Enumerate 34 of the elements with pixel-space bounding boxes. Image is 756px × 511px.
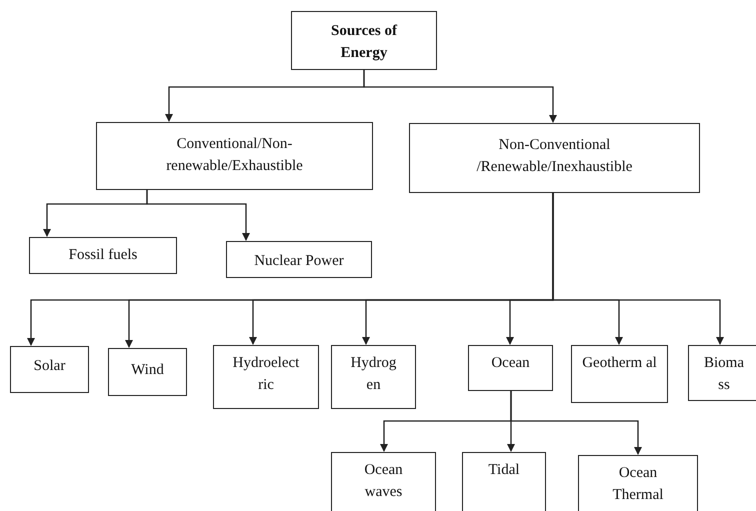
node-label: Ocean waves <box>363 461 404 502</box>
category-box <box>226 241 372 278</box>
category-box <box>108 348 187 396</box>
node-label: Ocean Thermal <box>612 464 664 505</box>
node-label: Bioma ss <box>703 354 745 395</box>
node-label: Hydroelect ric <box>232 354 300 395</box>
node-label: Ocean <box>491 354 530 373</box>
category-box <box>29 237 177 274</box>
connector-arrow <box>363 70 557 123</box>
node-label: Tidal <box>488 461 520 480</box>
category-box <box>688 345 756 401</box>
category-box <box>10 346 89 393</box>
node-label: Nuclear Power <box>254 252 344 271</box>
category-box <box>331 452 436 511</box>
category-box <box>578 455 698 511</box>
node-label: Fossil fuels <box>68 246 138 265</box>
node-label: Geotherm al <box>582 354 657 373</box>
category-box <box>409 123 700 193</box>
node-label: Conventional/Non-renewable/Exhaustible <box>165 135 304 176</box>
category-box <box>96 122 373 190</box>
category-box <box>331 345 416 409</box>
connector-arrow <box>552 193 724 345</box>
category-box <box>571 345 668 403</box>
connector-arrow <box>146 190 250 241</box>
node-label: Hydrog en <box>350 354 398 395</box>
category-box <box>462 452 546 511</box>
category-box <box>291 11 437 70</box>
node-label: Wind <box>131 361 164 380</box>
node-label: Non-Conventional /Renewable/Inexhaustible <box>476 136 634 177</box>
connector-arrow <box>510 391 642 455</box>
category-box <box>213 345 319 409</box>
node-label: Solar <box>34 357 66 376</box>
category-box <box>468 345 553 391</box>
node-label: Sources of Energy <box>330 22 398 63</box>
